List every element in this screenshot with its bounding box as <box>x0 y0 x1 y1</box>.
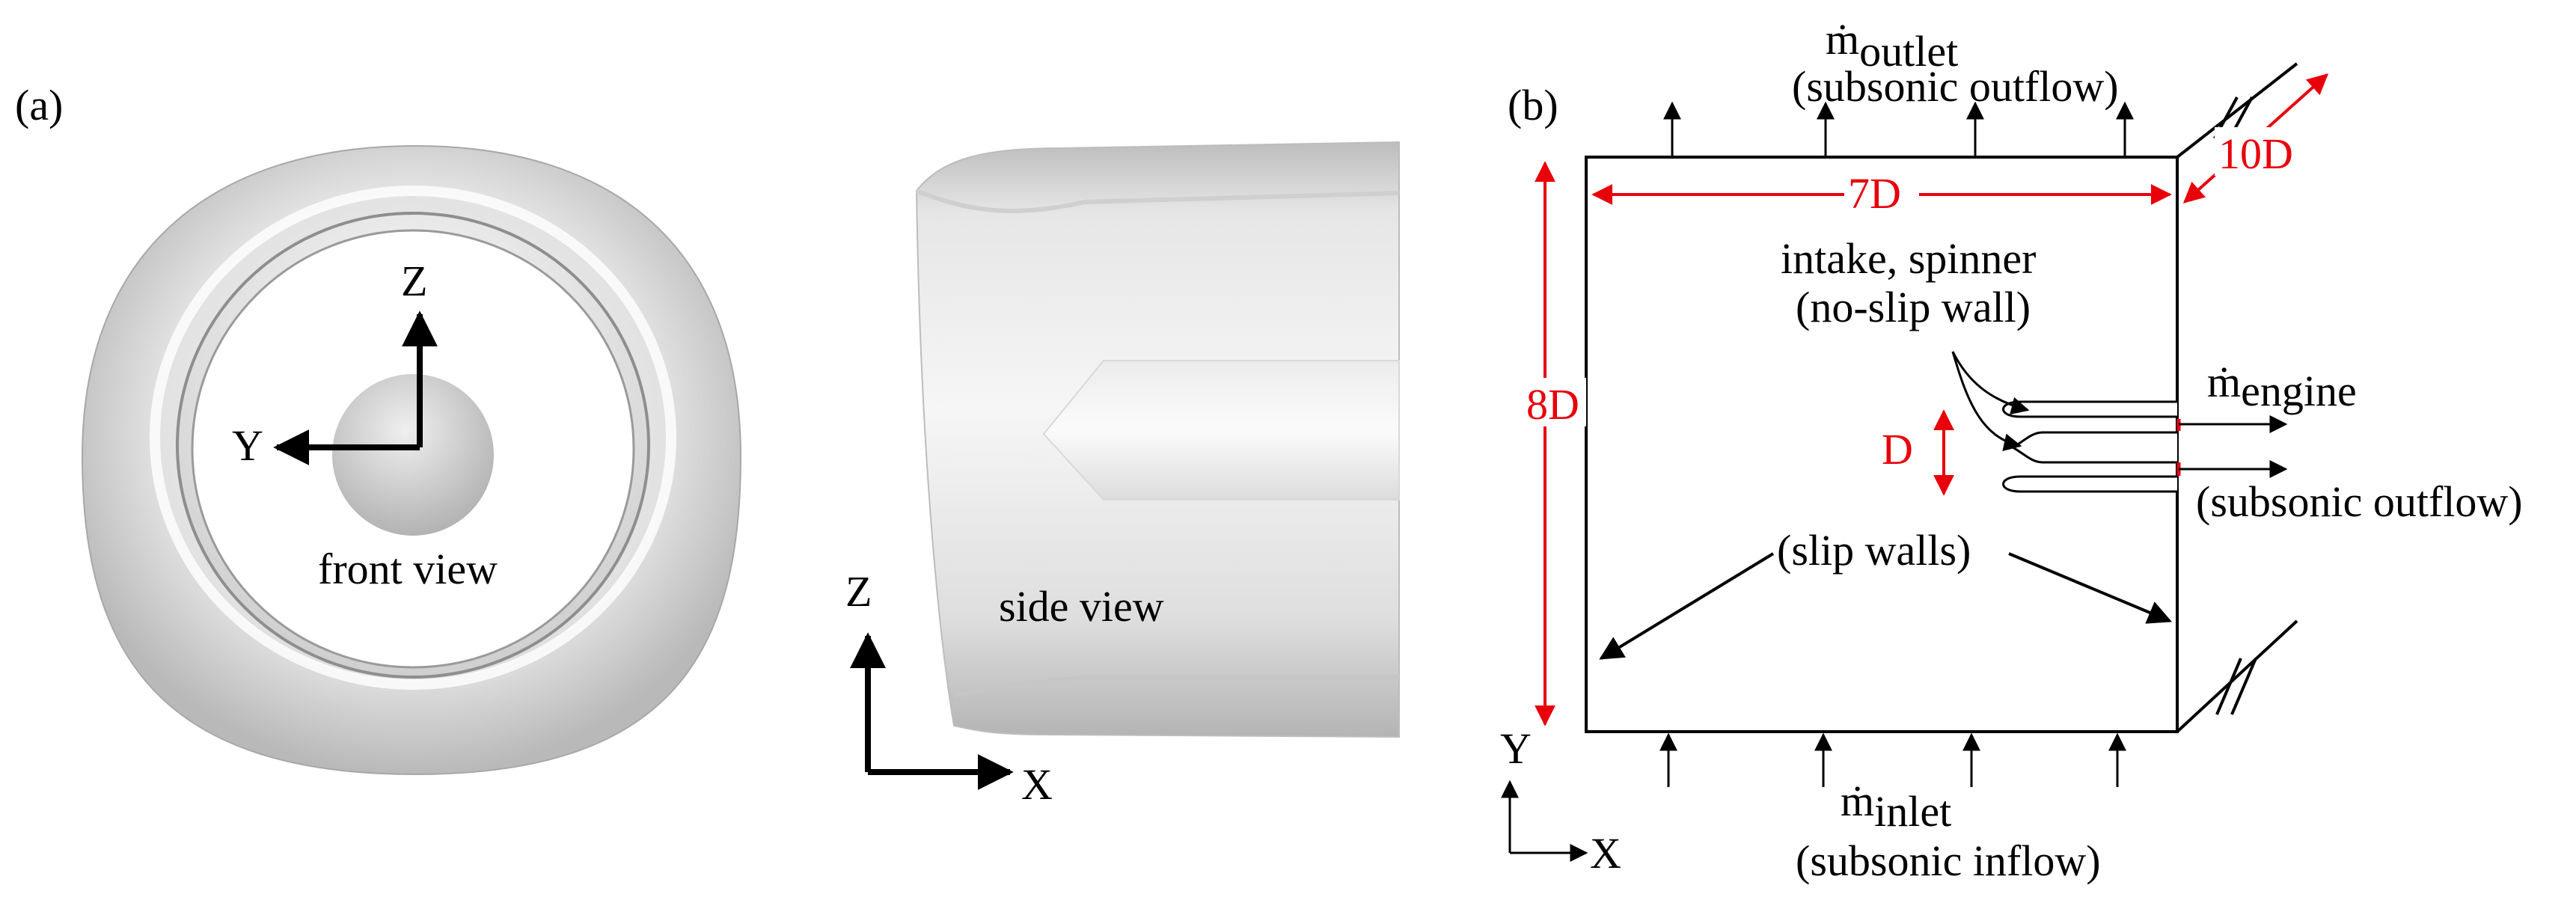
nacelle-upper-lip <box>915 189 1400 213</box>
dim-height-bg <box>1523 378 1586 426</box>
side-view-caption: side view <box>999 582 1164 631</box>
slip-wall-arrow-right <box>2008 552 2172 624</box>
outlet-desc: (subsonic outflow) <box>1792 62 2119 111</box>
panel-a: (a) Z Y front view Z X side view <box>15 81 1400 809</box>
outlet-label: ṁoutlet <box>1826 15 1958 76</box>
engine-mdot: ṁ <box>2207 358 2241 406</box>
engine-sub: engine <box>2241 367 2357 415</box>
inlet-label: ṁinlet <box>1841 777 1951 836</box>
spinner-front <box>332 374 494 536</box>
dim-width-bg <box>1844 168 1919 217</box>
intake-leader-1 <box>1951 351 2030 415</box>
nacelle-lower <box>2002 475 2177 493</box>
dim-height-label: 8D <box>1526 380 1579 429</box>
spinner-side <box>1042 360 1400 501</box>
dim-diameter-label: D <box>1882 425 1913 474</box>
side-view: Z X side view <box>845 141 1400 809</box>
front-axis-z-label: Z <box>401 257 427 305</box>
outlet-mdot: ṁ <box>1826 15 1859 64</box>
side-axis-z-label: Z <box>845 567 872 616</box>
depth-line-bottom <box>2176 619 2298 733</box>
dim-depth-label: 10D <box>2218 129 2293 178</box>
outlet-sub: outlet <box>1859 27 1958 76</box>
panel-b-label: (b) <box>1508 81 1558 129</box>
b-axis-x-label: X <box>1590 829 1621 878</box>
nacelle-lower-lip <box>953 675 1399 698</box>
spinner-b <box>2010 431 2177 464</box>
front-axis-y-label: Y <box>232 421 263 470</box>
engine-desc: (subsonic outflow) <box>2196 477 2523 526</box>
nacelle-lip-highlight <box>150 186 676 690</box>
inlet-desc: (subsonic inflow) <box>1796 836 2101 885</box>
engine-schematic <box>2002 400 2288 493</box>
front-view-caption: front view <box>318 545 498 593</box>
slip-walls-label: (slip walls) <box>1777 526 1971 575</box>
break-mark-bottom-1 <box>2215 658 2242 715</box>
nacelle-upper <box>2002 400 2177 418</box>
inlet-mdot: ṁ <box>1841 777 1874 825</box>
dim-width-label: 7D <box>1848 169 1901 218</box>
panel-b: (b) ṁoutlet (subsonic outflow) ṁinlet (s… <box>1500 15 2523 885</box>
dim-depth-bg <box>2215 127 2297 176</box>
inlet-sub: inlet <box>1874 787 1951 836</box>
intake-label-2: (no-slip wall) <box>1796 283 2031 331</box>
slip-wall-arrow-left <box>1599 552 1775 660</box>
intake-label-1: intake, spinner <box>1781 234 2036 283</box>
break-mark-bottom-2 <box>2230 658 2257 715</box>
panel-a-label: (a) <box>15 81 63 129</box>
engine-label: ṁengine <box>2207 358 2357 415</box>
b-axis-y-label: Y <box>1500 724 1532 773</box>
side-axis-x-label: X <box>1021 760 1053 809</box>
front-view: Z Y front view <box>81 144 742 776</box>
intake-leader-2 <box>1951 351 2022 452</box>
